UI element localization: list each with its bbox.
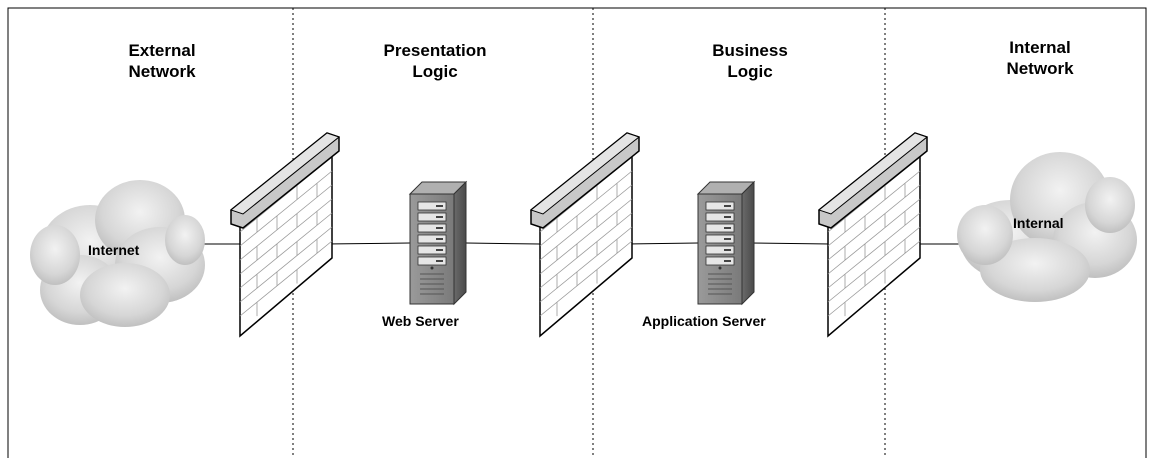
link-fw1-web bbox=[324, 242, 411, 245]
zone-title-line: Logic bbox=[412, 62, 458, 81]
zone-title-business: Business Logic bbox=[650, 40, 850, 82]
zone-title-line: Presentation bbox=[383, 41, 487, 60]
internal-cloud-icon bbox=[957, 152, 1137, 302]
app-server-label: Application Server bbox=[642, 313, 766, 329]
link-fw2-app bbox=[624, 242, 699, 245]
internet-label: Internet bbox=[88, 242, 140, 258]
servers bbox=[408, 180, 756, 306]
zone-title-line: Internal bbox=[1009, 38, 1071, 57]
zone-title-internal: Internal Network bbox=[940, 37, 1140, 79]
firewall-2-icon bbox=[529, 132, 641, 338]
web-server-label: Web Server bbox=[382, 313, 459, 329]
internet-cloud-icon bbox=[30, 180, 205, 327]
zone-title-external: External Network bbox=[62, 40, 262, 82]
link-app-fw3 bbox=[749, 242, 831, 245]
zone-title-line: Business bbox=[712, 41, 788, 60]
firewalls bbox=[229, 132, 929, 338]
firewall-3-icon bbox=[817, 132, 929, 338]
web-server-icon bbox=[408, 180, 468, 306]
link-web-fw2 bbox=[465, 242, 541, 245]
internal-label: Internal bbox=[1013, 215, 1064, 231]
zone-title-line: Network bbox=[128, 62, 196, 81]
firewall-1-icon bbox=[229, 132, 341, 338]
zone-title-line: External bbox=[128, 41, 196, 60]
zone-title-line: Logic bbox=[727, 62, 773, 81]
connection-lines bbox=[200, 242, 960, 245]
zone-title-presentation: Presentation Logic bbox=[335, 40, 535, 82]
zone-title-line: Network bbox=[1006, 59, 1074, 78]
diagram-frame bbox=[7, 7, 1147, 458]
app-server-icon bbox=[696, 180, 756, 306]
